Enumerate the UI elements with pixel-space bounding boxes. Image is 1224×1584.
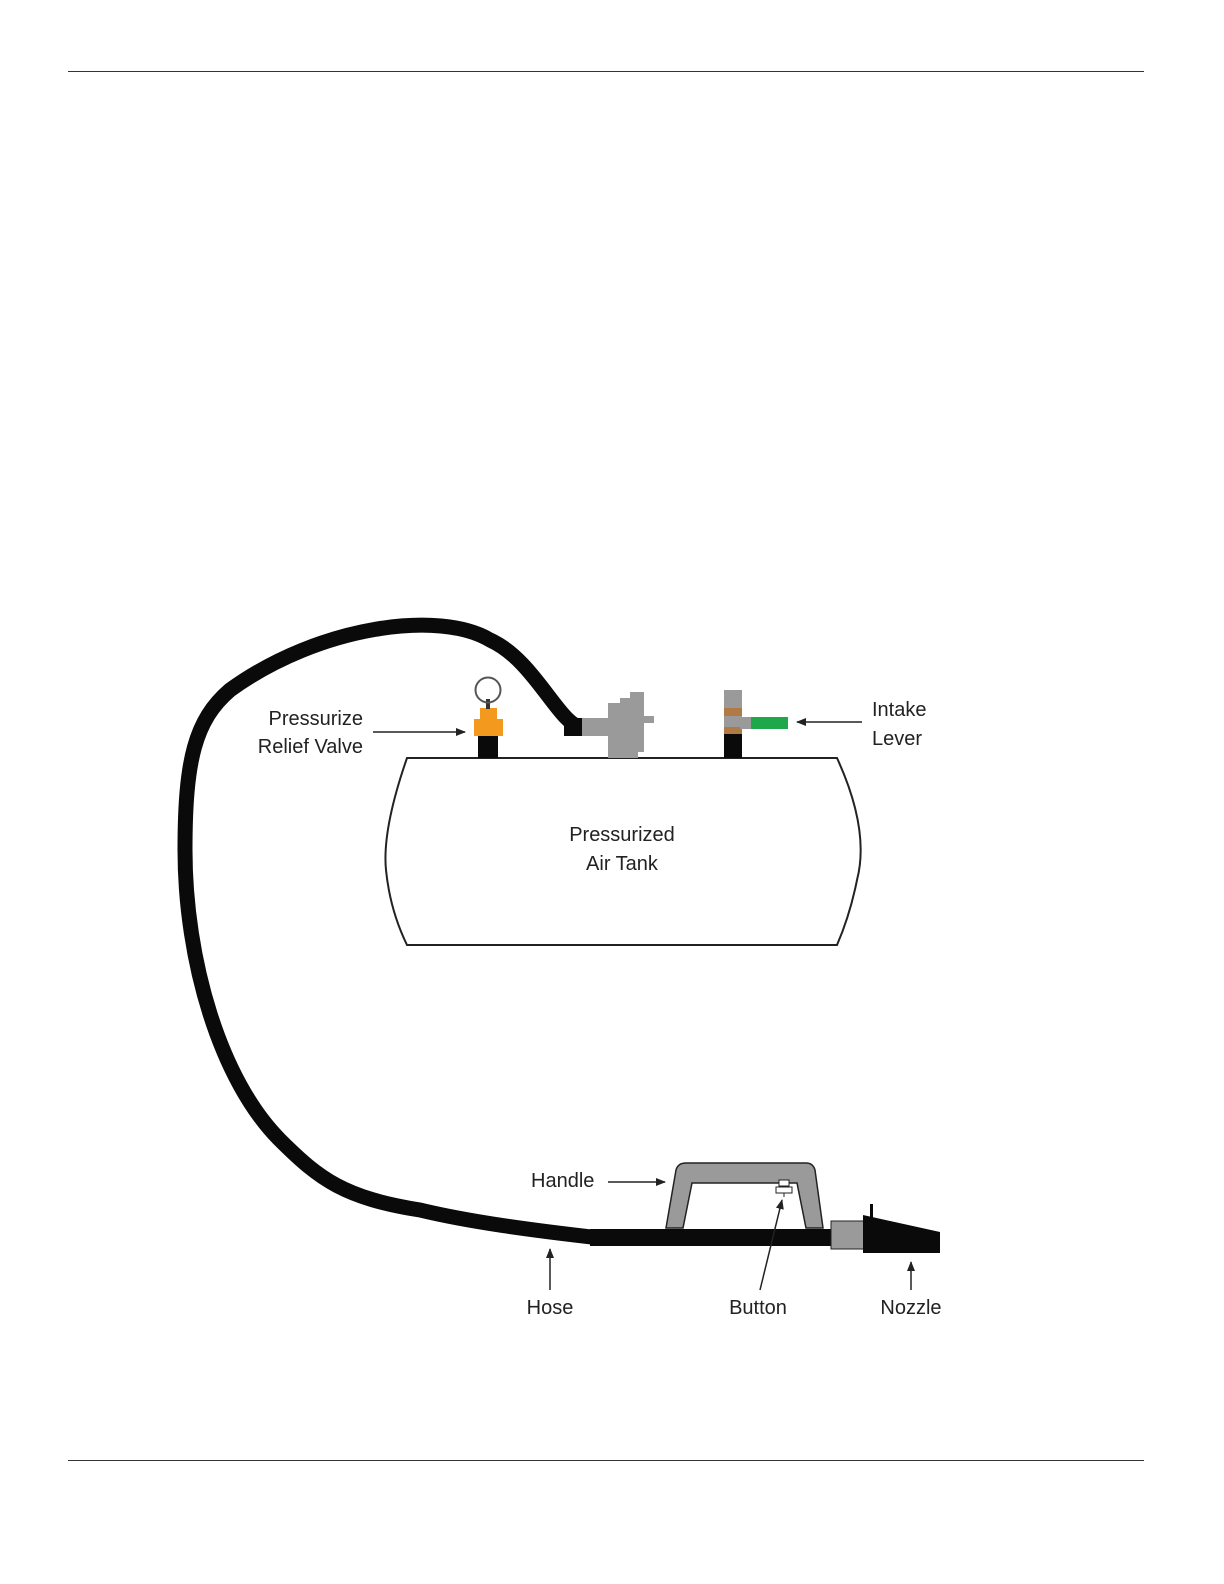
relief-valve-label-line-2: Relief Valve bbox=[258, 736, 363, 758]
relief-valve-label-line-1: Pressurize bbox=[269, 708, 363, 730]
hose-label: Hose bbox=[527, 1297, 574, 1319]
tank-label-line-2: Air Tank bbox=[586, 853, 659, 875]
hose-straight-section bbox=[590, 1229, 835, 1246]
nozzle-coupler bbox=[831, 1221, 865, 1249]
intake-lever-label-line-1: Intake bbox=[872, 699, 926, 721]
handle-label: Handle bbox=[531, 1170, 594, 1192]
outlet-fitting bbox=[582, 692, 654, 758]
nozzle-tip-pin bbox=[870, 1204, 873, 1218]
intake-lever-assembly bbox=[724, 690, 788, 758]
nozzle-label: Nozzle bbox=[880, 1297, 941, 1319]
pressurize-relief-valve[interactable] bbox=[474, 678, 503, 759]
button-label: Button bbox=[729, 1297, 787, 1319]
intake-lever[interactable] bbox=[751, 717, 788, 729]
relief-valve-pull-ring[interactable] bbox=[476, 678, 501, 703]
tank-label-line-1: Pressurized bbox=[569, 824, 675, 846]
intake-lever-label-line-2: Lever bbox=[872, 728, 922, 750]
nozzle bbox=[863, 1215, 940, 1253]
pressurized-air-tank bbox=[385, 758, 860, 945]
handle[interactable] bbox=[666, 1163, 823, 1228]
